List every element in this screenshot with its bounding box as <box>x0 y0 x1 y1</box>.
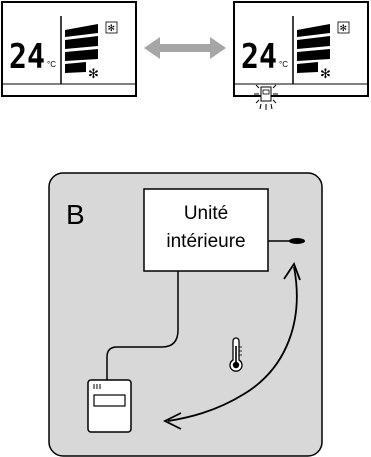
svg-text:✻: ✻ <box>108 23 116 33</box>
fan-icon: ✻ <box>320 66 331 81</box>
double-arrow-icon <box>144 37 226 59</box>
lcd-frame-right <box>233 1 369 97</box>
remote-cable <box>106 271 179 380</box>
lcd-display-left: 24 °C ✻ ✻ <box>1 1 137 97</box>
sensor-probe-bulb <box>289 238 305 244</box>
sensing-arrowhead-bottom <box>162 412 182 430</box>
fan-speed-bars-right <box>297 24 330 73</box>
fan-icon: ✻ <box>88 66 99 81</box>
panel-letter: B <box>66 199 85 230</box>
temperature-readout-right: 24 <box>241 37 277 77</box>
thermometer-icon <box>229 337 243 372</box>
temperature-unit-left: °C <box>47 60 56 69</box>
temperature-readout-left: 24 <box>9 37 45 77</box>
fan-speed-bars-left <box>65 24 98 73</box>
lcd-frame-left <box>1 1 137 97</box>
sensing-arrowhead-top <box>283 262 301 281</box>
svg-text:✻: ✻ <box>340 23 348 33</box>
snowflake-mode-icon: ✻ <box>105 21 118 34</box>
lcd-display-right: 24 °C ✻ ✻ <box>233 1 369 110</box>
sensing-arc <box>167 266 298 422</box>
indoor-unit-label-line2: intérieure <box>166 231 245 252</box>
temperature-unit-right: °C <box>279 60 288 69</box>
remote-controller <box>87 379 132 433</box>
snowflake-mode-icon: ✻ <box>337 21 350 34</box>
remote-sensor-flashing-icon <box>254 84 278 110</box>
indoor-unit-box <box>143 188 269 272</box>
indoor-unit-label-line1: Unité <box>184 203 228 224</box>
panel-b: B Unité intérieure <box>48 172 323 457</box>
